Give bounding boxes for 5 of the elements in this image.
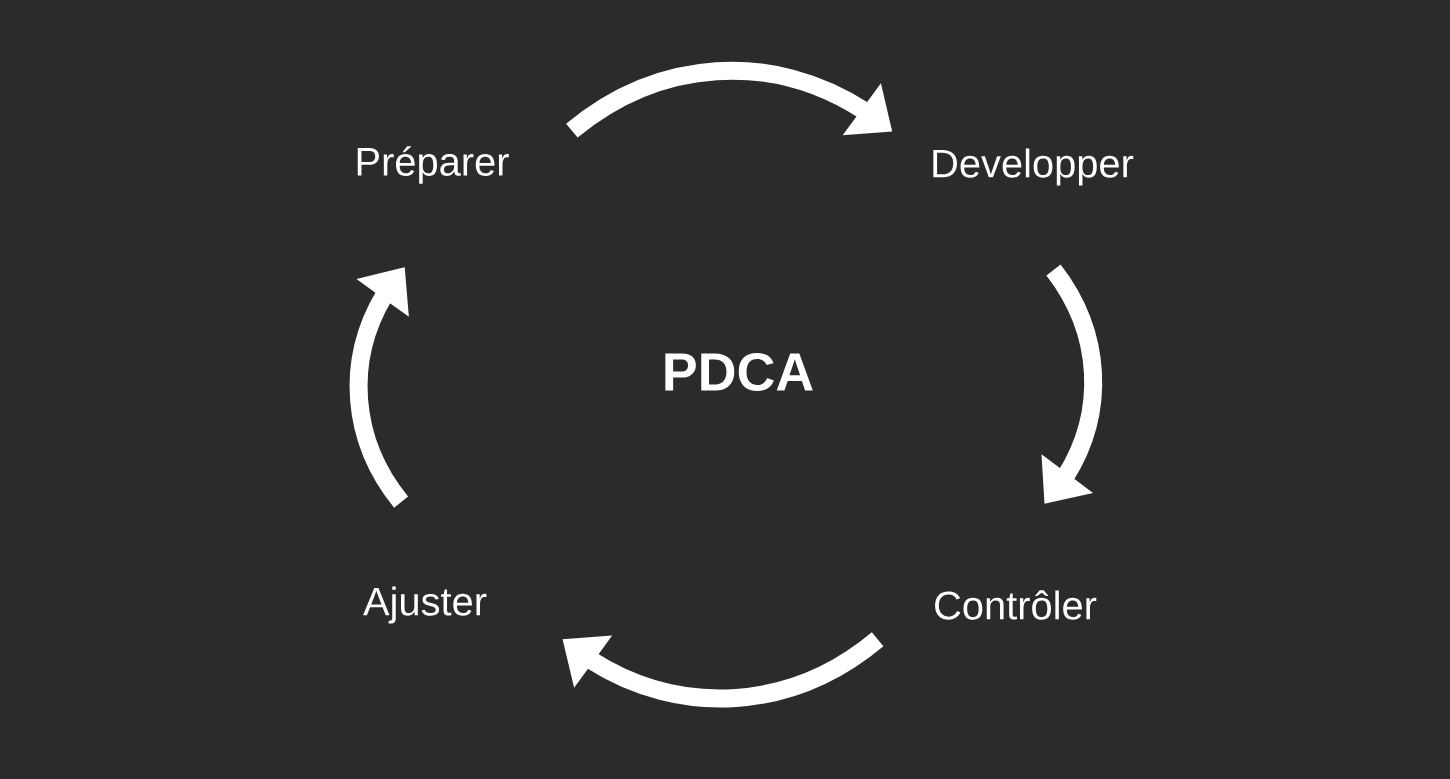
center-title: PDCA xyxy=(665,352,813,392)
step-label: Contrôler xyxy=(935,590,1097,620)
step-label: Préparer xyxy=(357,146,509,184)
step-label: Developper xyxy=(933,148,1134,186)
step-label: Ajuster xyxy=(363,586,487,624)
